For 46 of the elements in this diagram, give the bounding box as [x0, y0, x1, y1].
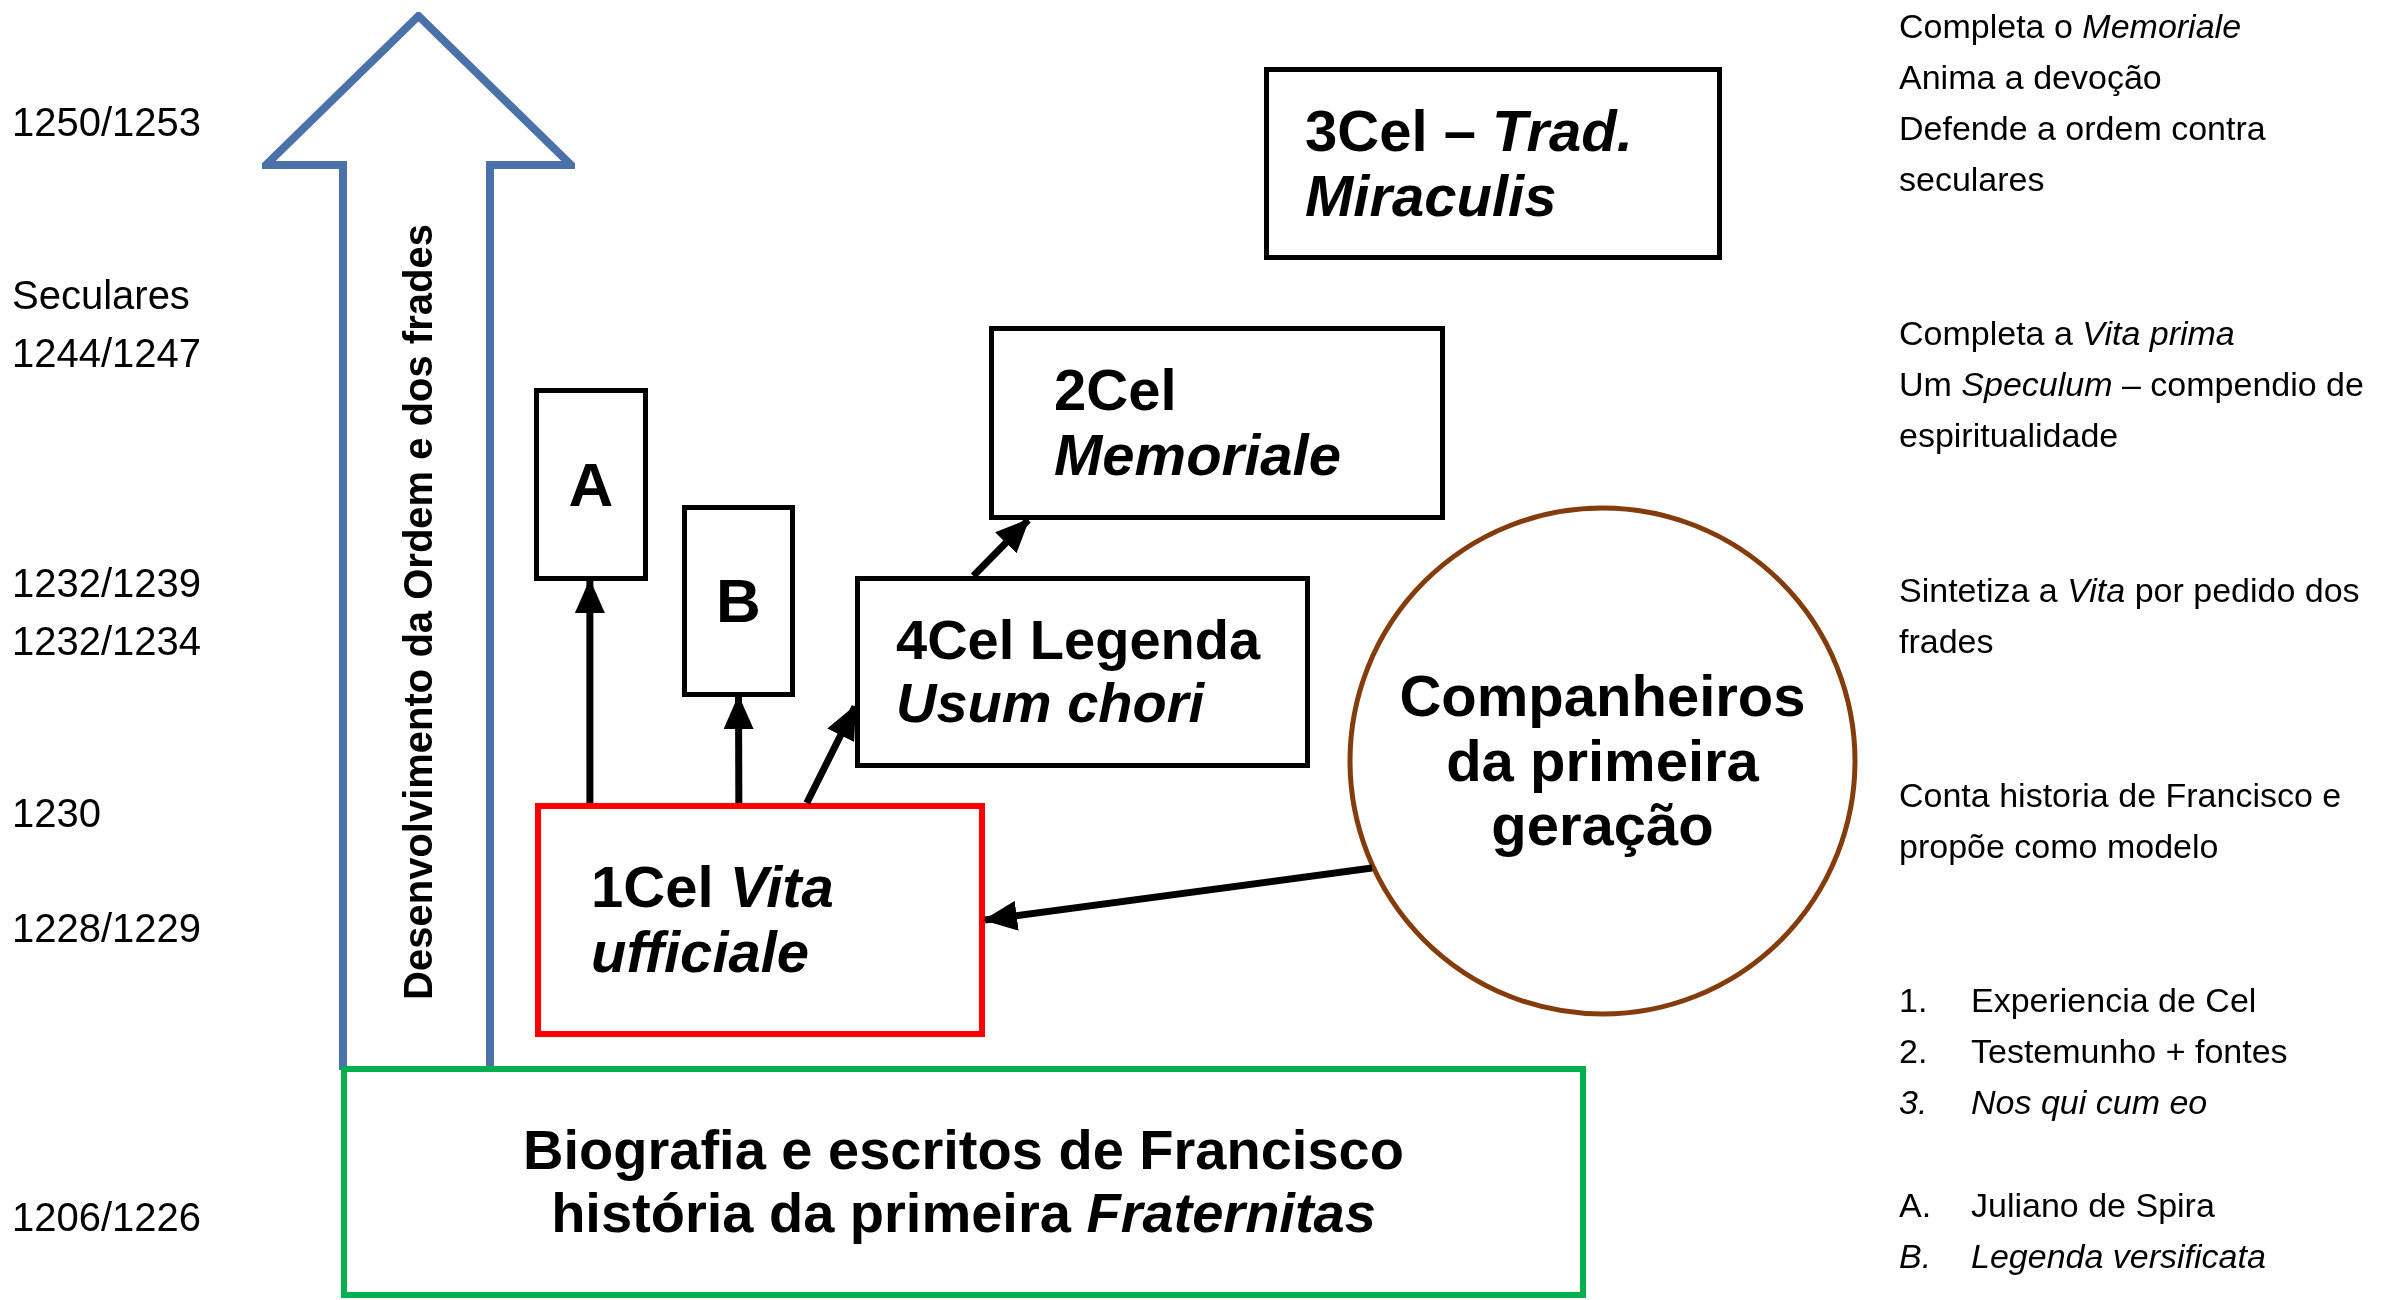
note-text: Sintetiza a Vita por pedido dos frades	[1899, 570, 2361, 662]
year-label: 1232/1239	[12, 560, 202, 607]
note-text: B.	[1899, 1236, 1932, 1277]
node-text: Biografia e escritos de Francisco história da primeira Fraternitas	[522, 1119, 1405, 1245]
note-text: Anima a devoção	[1899, 57, 2163, 98]
process-box	[989, 326, 1445, 520]
year-label: 1232/1234	[12, 618, 202, 665]
node-text: Companheiros da primeira geração	[1398, 663, 1807, 859]
year-label: 1250/1253	[12, 99, 202, 146]
node-text: A	[568, 449, 614, 520]
note-text: Nos qui cum eo	[1971, 1082, 2208, 1123]
process-box	[535, 803, 985, 1037]
note-text: Um Speculum – compendio de espiritualidade	[1899, 364, 2365, 456]
arrow	[723, 695, 754, 803]
node-text: 1Cel Vita ufficiale	[591, 855, 835, 985]
node-text: 2Cel Memoriale	[1054, 358, 1342, 488]
arrow	[970, 517, 1031, 579]
process-box	[534, 388, 648, 581]
year-label: 1206/1226	[12, 1194, 202, 1241]
process-box	[855, 576, 1310, 768]
year-label: Seculares	[12, 272, 190, 319]
note-text: A.	[1899, 1185, 1932, 1226]
circle	[1347, 505, 1858, 1017]
year-label: 1244/1247	[12, 330, 202, 377]
note-text: 1.	[1899, 980, 1928, 1021]
year-label: 1230	[12, 790, 101, 837]
year-label: 1228/1229	[12, 905, 202, 952]
note-text: Completa a Vita prima	[1899, 313, 2236, 354]
note-text: Juliano de Spira	[1971, 1185, 2215, 1226]
note-text: Experiencia de Cel	[1971, 980, 2257, 1021]
node-text: 4Cel Legenda Usum chori	[896, 609, 1262, 735]
node-text: B	[716, 566, 761, 636]
process-box	[682, 505, 795, 697]
arrow	[983, 864, 1373, 931]
note-text: Completa o Memoriale	[1899, 6, 2243, 47]
node-text: 3Cel – Trad. Miraculis	[1305, 98, 1634, 229]
note-text: Testemunho + fontes	[1971, 1031, 2288, 1072]
note-text: Defende a ordem contra seculares	[1899, 108, 2267, 200]
note-text: 3.	[1899, 1082, 1928, 1123]
process-box	[1264, 67, 1722, 260]
note-text: 2.	[1899, 1031, 1928, 1072]
note-text: Conta historia de Francisco e propõe como modelo	[1899, 775, 2343, 867]
note-text: Legenda versificata	[1971, 1236, 2266, 1277]
arrow	[574, 579, 605, 803]
base-box	[341, 1066, 1586, 1298]
node-text: Desenvolvimento da Ordem e dos frades	[395, 224, 441, 1000]
